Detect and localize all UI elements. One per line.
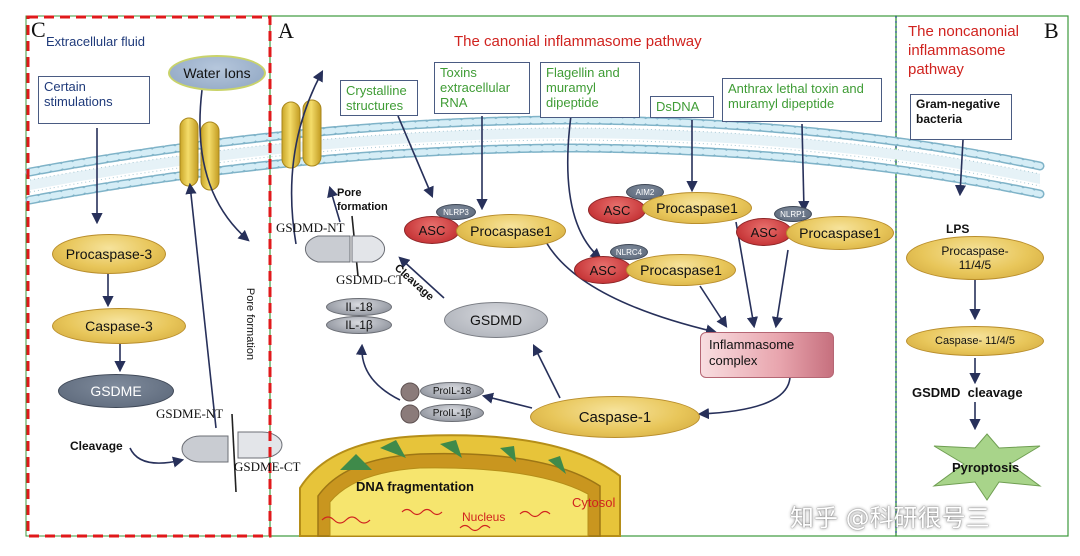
pyroptosis-label: Pyroptosis <box>952 460 1020 475</box>
gsdme-split <box>181 431 283 463</box>
asc-oval-nlrp1: ASC <box>736 218 792 246</box>
caspase1-oval: Caspase-1 <box>530 396 700 438</box>
dsdna-box: DsDNA <box>650 96 714 118</box>
pore-middle <box>281 99 322 169</box>
caspase-11-4-5-oval: Caspase- 11/4/5 <box>906 326 1044 356</box>
panel-a-title: The canonial inflammasome pathway <box>454 33 702 50</box>
inflammasome-complex-box: Inflammasome complex <box>700 332 834 378</box>
panel-b-title: The noncanonial inflammasome pathway <box>908 23 1019 78</box>
panel-b-letter: B <box>1044 18 1059 43</box>
gsdmd-ct-label: GSDMD-CT <box>336 272 404 287</box>
procaspase1-oval-aim2: Procaspase1 <box>642 192 752 224</box>
panel-c-dashed-highlight <box>26 15 272 538</box>
procaspase-11-4-5-label: Procaspase-11/4/5 <box>941 244 1009 272</box>
asc-oval-nlrc4: ASC <box>574 256 632 284</box>
nucleus-label: Nucleus <box>462 510 506 524</box>
panel-c-title: Extracellular fluid <box>46 34 145 49</box>
il18-oval: IL-18 <box>326 298 392 316</box>
proil18-oval: ProIL-18 <box>420 382 484 400</box>
gsdmd-oval: GSDMD <box>444 302 548 338</box>
caspase3-oval: Caspase-3 <box>52 308 186 344</box>
gsdmd-split <box>305 235 385 263</box>
pyroptosis-star <box>932 433 1042 501</box>
crystalline-structures-box: Crystalline structures <box>340 80 418 116</box>
lps-label: LPS <box>946 222 970 236</box>
proil1b-oval: ProIL-1β <box>420 404 484 422</box>
panel-c-letter: C <box>31 17 46 42</box>
il1b-oval: IL-1β <box>326 316 392 334</box>
cytosol-label: Cytosol <box>572 495 616 510</box>
gsdme-ct-label: GSDME-CT <box>234 459 301 474</box>
gsdmd-cleavage-label: GSDMD cleavage <box>912 385 1023 400</box>
procaspase1-oval-nlrp3: Procaspase1 <box>456 214 566 248</box>
procaspase-11-4-5-oval: Procaspase-11/4/5 <box>906 236 1044 280</box>
gsdme-nt-label: GSDME-NT <box>156 406 224 421</box>
nlrp3-badge: NLRP3 <box>436 204 476 220</box>
flagellin-box: Flagellin and muramyl dipeptide <box>540 62 640 118</box>
gsdme-oval: GSDME <box>58 374 174 408</box>
panel-a-letter: A <box>278 18 294 43</box>
certain-stimulations-box: Certain stimulations <box>38 76 150 124</box>
anthrax-toxin-box: Anthrax lethal toxin and muramyl dipepti… <box>722 78 882 122</box>
gsdmd-nt-label: GSDMD-NT <box>276 220 345 235</box>
procaspase1-oval-nlrc4: Procaspase1 <box>626 254 736 286</box>
inflammasome-complex-label: Inflammasome complex <box>709 337 795 368</box>
pore-formation-label-a: Pore formation <box>337 187 388 213</box>
procaspase3-oval: Procaspase-3 <box>52 234 166 274</box>
asc-oval-nlrp3: ASC <box>404 216 460 244</box>
cleavage-label-c: Cleavage <box>70 439 123 453</box>
nlrc4-badge: NLRC4 <box>610 244 648 260</box>
nucleus-shape <box>299 434 621 537</box>
procaspase1-oval-nlrp1: Procaspase1 <box>786 216 894 250</box>
toxins-rna-box: Toxins extracellular RNA <box>434 62 530 114</box>
asc-oval-aim2: ASC <box>588 196 646 224</box>
gram-negative-box: Gram-negative bacteria <box>910 94 1012 140</box>
watermark-text: 知乎 @科研很号三 <box>790 504 990 532</box>
pore-formation-label-c: Pore formation <box>244 287 257 361</box>
nlrp1-badge: NLRP1 <box>774 206 812 222</box>
water-ions-oval: Water Ions <box>168 55 266 91</box>
dna-fragmentation-label: DNA fragmentation <box>356 479 474 494</box>
aim2-badge: AIM2 <box>626 184 664 200</box>
